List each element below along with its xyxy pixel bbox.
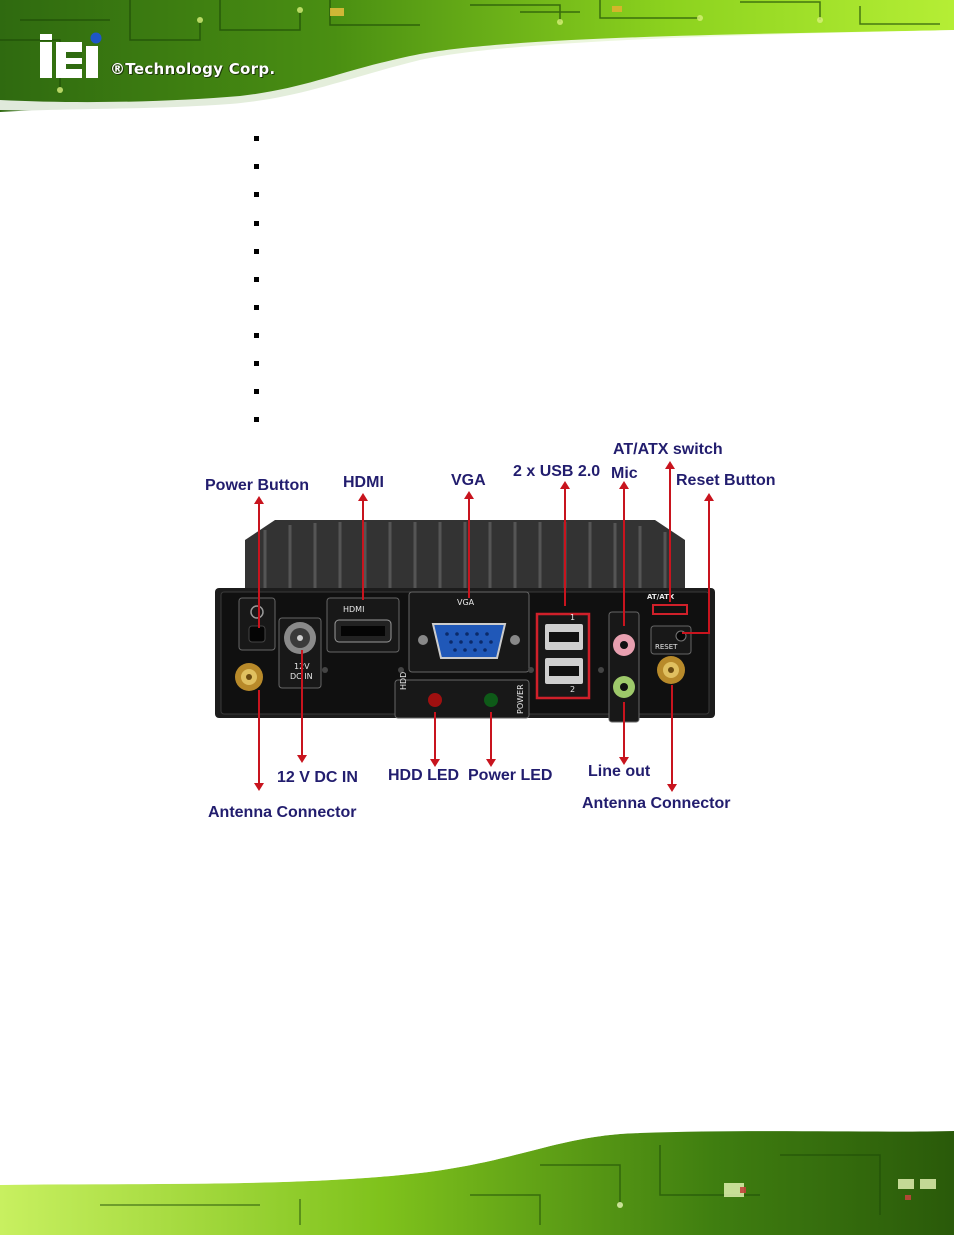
arrow-line-out: [619, 702, 629, 765]
bullet-marker: [254, 417, 259, 422]
arrow-vga: [464, 491, 474, 598]
callout-antenna-right: Antenna Connector: [582, 795, 731, 812]
panel-label-reset: RESET: [655, 643, 678, 651]
bullet-marker: [254, 221, 259, 226]
panel-label-hdd: HDD: [399, 671, 408, 690]
callout-power-led: Power LED: [468, 767, 553, 784]
arrow-mic: [619, 481, 629, 626]
device-photo: [215, 520, 715, 723]
callout-line-out: Line out: [588, 763, 651, 780]
bullet-marker: [254, 277, 259, 282]
callout-at-atx-switch: AT/ATX switch: [613, 441, 723, 458]
bullet-marker: [254, 389, 259, 394]
arrow-reset: [704, 493, 714, 634]
arrow-reset-connector: [682, 632, 710, 634]
callout-dc-in: 12 V DC IN: [277, 769, 358, 786]
arrow-usb: [560, 481, 570, 606]
arrow-at-atx: [665, 461, 675, 602]
panel-label-usb-2: 2: [570, 685, 576, 694]
bullet-marker: [254, 192, 259, 197]
pcb-footer-graphic: [0, 1127, 954, 1235]
arrow-power-button: [254, 496, 264, 628]
arrow-dc-in: [297, 650, 307, 763]
callout-usb: 2 x USB 2.0: [513, 463, 601, 480]
bullet-marker: [254, 361, 259, 366]
iei-logo: iEi: [38, 32, 106, 85]
pcb-header-graphic: [0, 0, 954, 112]
panel-label-at-atx: AT/ATX: [647, 593, 675, 601]
callout-antenna-left: Antenna Connector: [208, 804, 357, 821]
arrow-hdd-led: [430, 712, 440, 767]
panel-label-vga: VGA: [457, 598, 475, 607]
panel-label-hdmi: HDMI: [343, 605, 365, 614]
callout-reset-button: Reset Button: [676, 472, 776, 489]
callout-power-button: Power Button: [205, 477, 309, 494]
bullet-marker: [254, 164, 259, 169]
footer-banner: [0, 1125, 954, 1235]
panel-label-usb-1: 1: [570, 613, 576, 622]
bullet-marker: [254, 136, 259, 141]
callout-mic: Mic: [611, 465, 638, 482]
callout-hdmi: HDMI: [343, 474, 384, 491]
bullet-marker: [254, 333, 259, 338]
arrow-antenna-left: [254, 690, 264, 791]
brand-name: ®Technology Corp.: [110, 60, 276, 78]
callout-hdd-led: HDD LED: [388, 767, 460, 784]
callout-vga: VGA: [451, 472, 486, 489]
arrow-hdmi: [358, 493, 368, 600]
panel-label-power: POWER: [516, 684, 525, 714]
arrow-power-led: [486, 712, 496, 767]
bullet-marker: [254, 305, 259, 310]
bullet-marker: [254, 249, 259, 254]
arrow-antenna-right: [667, 685, 677, 792]
header-banner: iEi ®Technology Corp.: [0, 0, 954, 112]
